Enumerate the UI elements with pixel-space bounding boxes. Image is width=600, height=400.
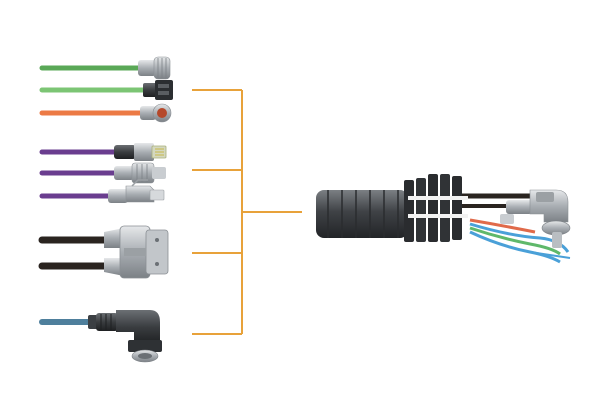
heavy-duty-connector-icon [104, 225, 169, 279]
m12-metal-connector-icon [114, 162, 166, 184]
servo-cable-group [39, 56, 173, 123]
round-metal-connector-icon [138, 56, 171, 80]
angled-connector-icon [88, 310, 162, 363]
bus-cable-group [39, 143, 167, 203]
power-cable-group [38, 225, 169, 279]
energy-chain-assembly [316, 174, 571, 264]
wire-green [469, 226, 561, 256]
rj45-latched-connector-icon [108, 179, 165, 203]
rj45-connector-icon [114, 143, 167, 161]
group-bracket [192, 89, 302, 335]
sensor-cable-group [39, 310, 162, 363]
wire-red [469, 218, 536, 234]
rj45-end-connector-icon [500, 214, 514, 224]
angled-metal-connector-icon [506, 189, 571, 248]
round-orange-connector-icon [140, 103, 172, 123]
chain-links [327, 190, 399, 238]
chain-separators [404, 174, 468, 242]
dark-servo-connector-icon [143, 80, 173, 100]
